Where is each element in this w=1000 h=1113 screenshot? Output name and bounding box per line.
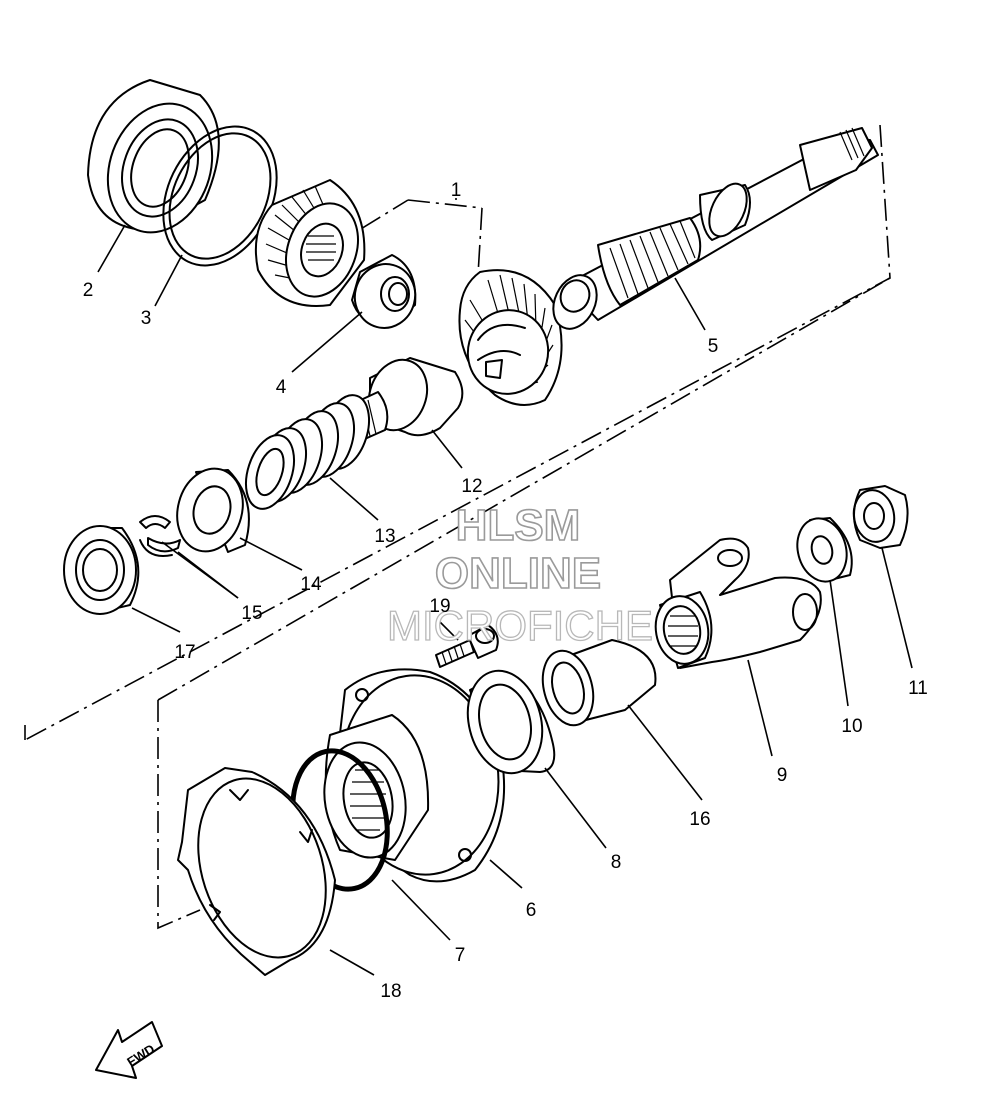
callout-7: 7 (455, 945, 466, 966)
watermark-line-1: HLSM (456, 501, 581, 550)
part-9-yoke (654, 537, 822, 669)
part-19-bolt (435, 624, 499, 668)
part-2-bearing (87, 79, 220, 234)
callout-14: 14 (300, 574, 322, 595)
callout-12: 12 (461, 476, 482, 497)
part-1-bevel-gear (458, 269, 563, 406)
part-1-pinion-gear (254, 179, 366, 307)
callout-11: 11 (908, 678, 928, 699)
part-10-washer (796, 517, 853, 583)
watermark-line-3: MICROFICHE (387, 602, 653, 649)
part-17-bearing (63, 525, 140, 615)
callout-1: 1 (451, 180, 462, 201)
part-13-spring (245, 394, 370, 510)
part-14-washer (176, 467, 250, 553)
part-18-plate (177, 767, 336, 976)
watermark-line-2: ONLINE (435, 549, 601, 598)
part-8-bearing (466, 669, 556, 775)
callout-2: 2 (83, 280, 94, 301)
callout-13: 13 (374, 526, 395, 547)
callout-19: 19 (429, 596, 450, 617)
part-4-bearing (351, 254, 417, 329)
watermark: HLSM ONLINE MICROFICHE (386, 500, 653, 649)
callout-17: 17 (174, 642, 195, 663)
callout-10: 10 (841, 716, 862, 737)
assembly-frame (24, 124, 891, 930)
leader-lines (97, 198, 913, 976)
part-11-nut (852, 485, 909, 549)
callout-4: 4 (276, 377, 287, 398)
callout-9: 9 (777, 765, 788, 786)
callout-6: 6 (526, 900, 537, 921)
callout-15: 15 (241, 603, 262, 624)
fwd-arrow-icon: FWD (95, 1021, 163, 1079)
callout-8: 8 (611, 852, 622, 873)
part-16-sleeve (541, 639, 657, 727)
callout-18: 18 (380, 981, 401, 1002)
callout-16: 16 (689, 809, 710, 830)
callout-labels: 1 2 3 4 5 6 7 8 9 10 11 12 13 14 15 16 1… (83, 180, 928, 1002)
part-5-shaft (552, 127, 879, 330)
part-15-clips (139, 515, 181, 557)
callout-3: 3 (141, 308, 152, 329)
callout-5: 5 (708, 336, 719, 357)
